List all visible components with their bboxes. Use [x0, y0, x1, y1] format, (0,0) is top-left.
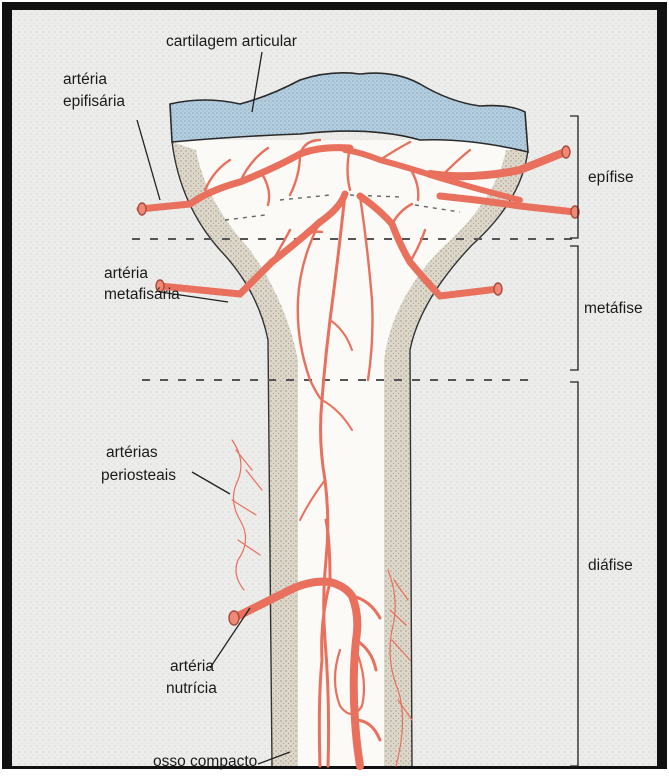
label-epiphysis: epífise — [588, 169, 634, 186]
label-diaphysis: diáfise — [588, 557, 633, 574]
label-epiphyseal-artery-line2: epifisária — [63, 93, 125, 110]
label-compact-bone: osso compacto — [153, 753, 257, 770]
label-metaphyseal-artery-line1: artéria — [104, 265, 148, 282]
label-cartilage: cartilagem articular — [166, 33, 297, 50]
label-metaphyseal-artery-line2: metafisária — [104, 286, 180, 303]
label-metaphysis: metáfise — [584, 300, 643, 317]
label-periosteal-arteries-line2: periosteais — [101, 467, 176, 484]
label-nutrient-artery-line2: nutrícia — [166, 680, 217, 697]
label-epiphyseal-artery-line1: artéria — [63, 71, 107, 88]
label-nutrient-artery-line1: artéria — [170, 658, 214, 675]
label-periosteal-arteries-line1: artérias — [106, 444, 158, 461]
